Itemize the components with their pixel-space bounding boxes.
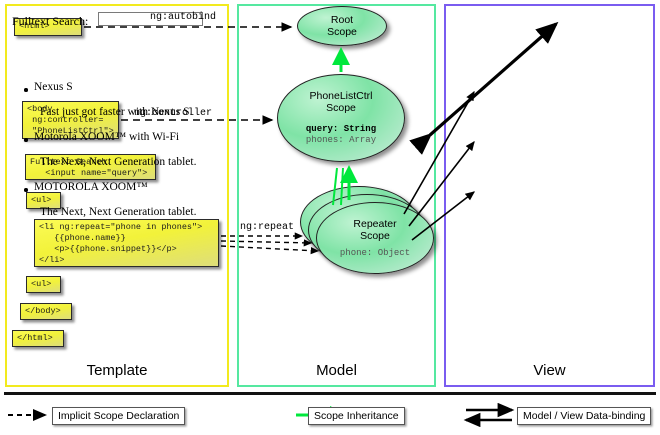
code-box-html-close-tag: </html> [12, 330, 64, 347]
view-bullet-icon [24, 88, 28, 92]
label-ng-autobind: ng:autobind [150, 12, 217, 23]
view-item-name-1: Motorola XOOM™ with Wi-Fi [34, 131, 180, 143]
column-view: View [444, 4, 655, 387]
code-box-body-controller-tag: <body ng:controller= "PhoneListCtrl"> [22, 101, 119, 139]
scope-phonelistctrl-prop-phones: phones: Array [305, 135, 377, 146]
column-label-model: Model [316, 362, 357, 379]
view-item-name-0: Nexus S [34, 81, 73, 93]
code-box-li-repeat-snippet: <li ng:repeat="phone in phones"> {{phone… [34, 219, 219, 267]
label-ng-repeat: ng:repeat [240, 222, 295, 233]
code-box-fulltext-search-snippet: Fulltext Search: <input name="query"> [25, 154, 156, 180]
view-search-input[interactable] [98, 12, 203, 26]
legend-separator [4, 392, 656, 395]
label-ng-controller: ng:controller [134, 108, 213, 119]
code-box-ul-open-tag: <ul> [26, 192, 61, 209]
view-item-snippet-1: The Next, Next Generation tablet. [40, 156, 197, 168]
scope-repeater-prop-phone: phone: Object [339, 247, 411, 258]
code-box-body-close-tag: </body> [20, 303, 72, 320]
column-label-template: Template [86, 362, 148, 379]
code-box-html-open-tag: <html> [14, 18, 82, 36]
view-item-snippet-2: The Next, Next Generation tablet. [40, 206, 197, 218]
view-bullet-icon [24, 138, 28, 142]
column-model: Model [237, 4, 436, 387]
legend-label-scope-inheritance: Scope Inheritance [308, 407, 405, 425]
view-item-name-2: MOTOROLA XOOM™ [34, 181, 148, 193]
legend-label-implicit-scope-declaration: Implicit Scope Declaration [52, 407, 186, 425]
view-item-snippet-0: Fast just got faster with Nexus S. [40, 106, 193, 118]
view-bullet-icon [24, 188, 28, 192]
view-search-label: Fulltext Search: [12, 14, 89, 28]
column-label-view: View [533, 362, 566, 379]
legend-label-model-view-data-binding: Model / View Data-binding [517, 407, 652, 425]
code-box-ul-close-tag: <ul> [26, 276, 61, 293]
scope-phonelistctrl-prop-query: query: String [305, 124, 377, 135]
